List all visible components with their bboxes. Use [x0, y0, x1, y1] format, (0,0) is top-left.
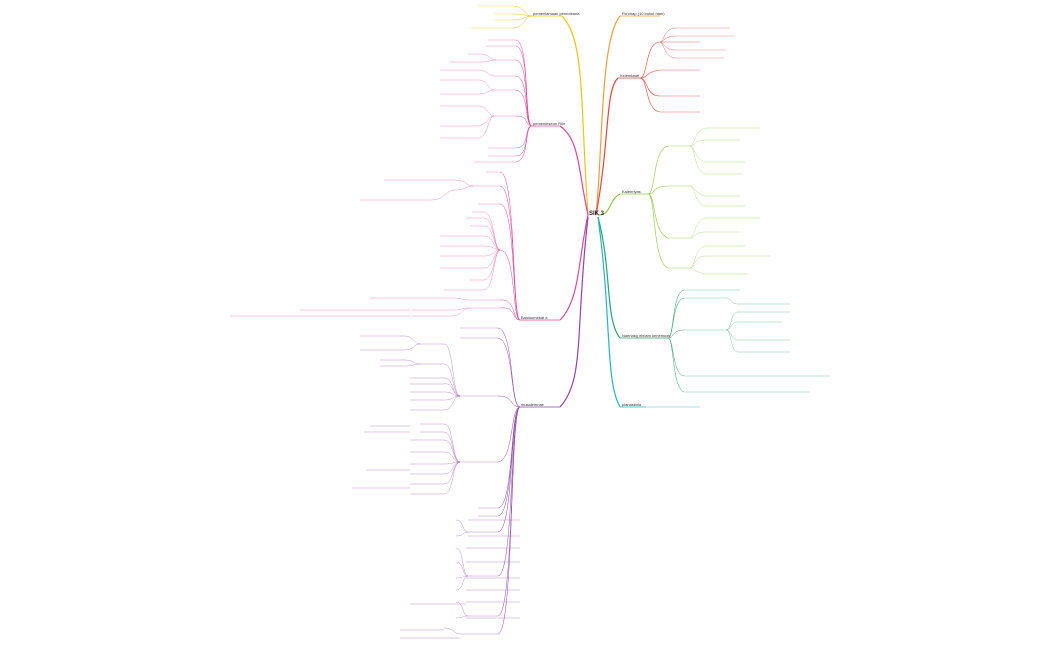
branch-naerlakg[interactable]: Naerlakg elelam kenemoxs [622, 333, 671, 338]
branch-planaskola[interactable]: planaskola [622, 402, 642, 407]
branch-pemenleseon[interactable]: pemenleseon Riln [533, 121, 566, 126]
branch-baiokumekat[interactable]: Baiokumekat a [521, 315, 548, 320]
branch-kalenriyas[interactable]: Kalenriyas [622, 189, 641, 194]
branch-pemenlamaan[interactable]: pemenlamaan pemuteana [533, 11, 580, 16]
branch-kelemlawit[interactable]: Kelemlawit [620, 73, 640, 78]
central-topic[interactable]: SIK 3 [589, 211, 605, 217]
branch-ro-chap[interactable]: Ro'chap (10 bukut ham) [622, 11, 665, 16]
branch-musalemnae[interactable]: musalemnae [521, 402, 544, 407]
